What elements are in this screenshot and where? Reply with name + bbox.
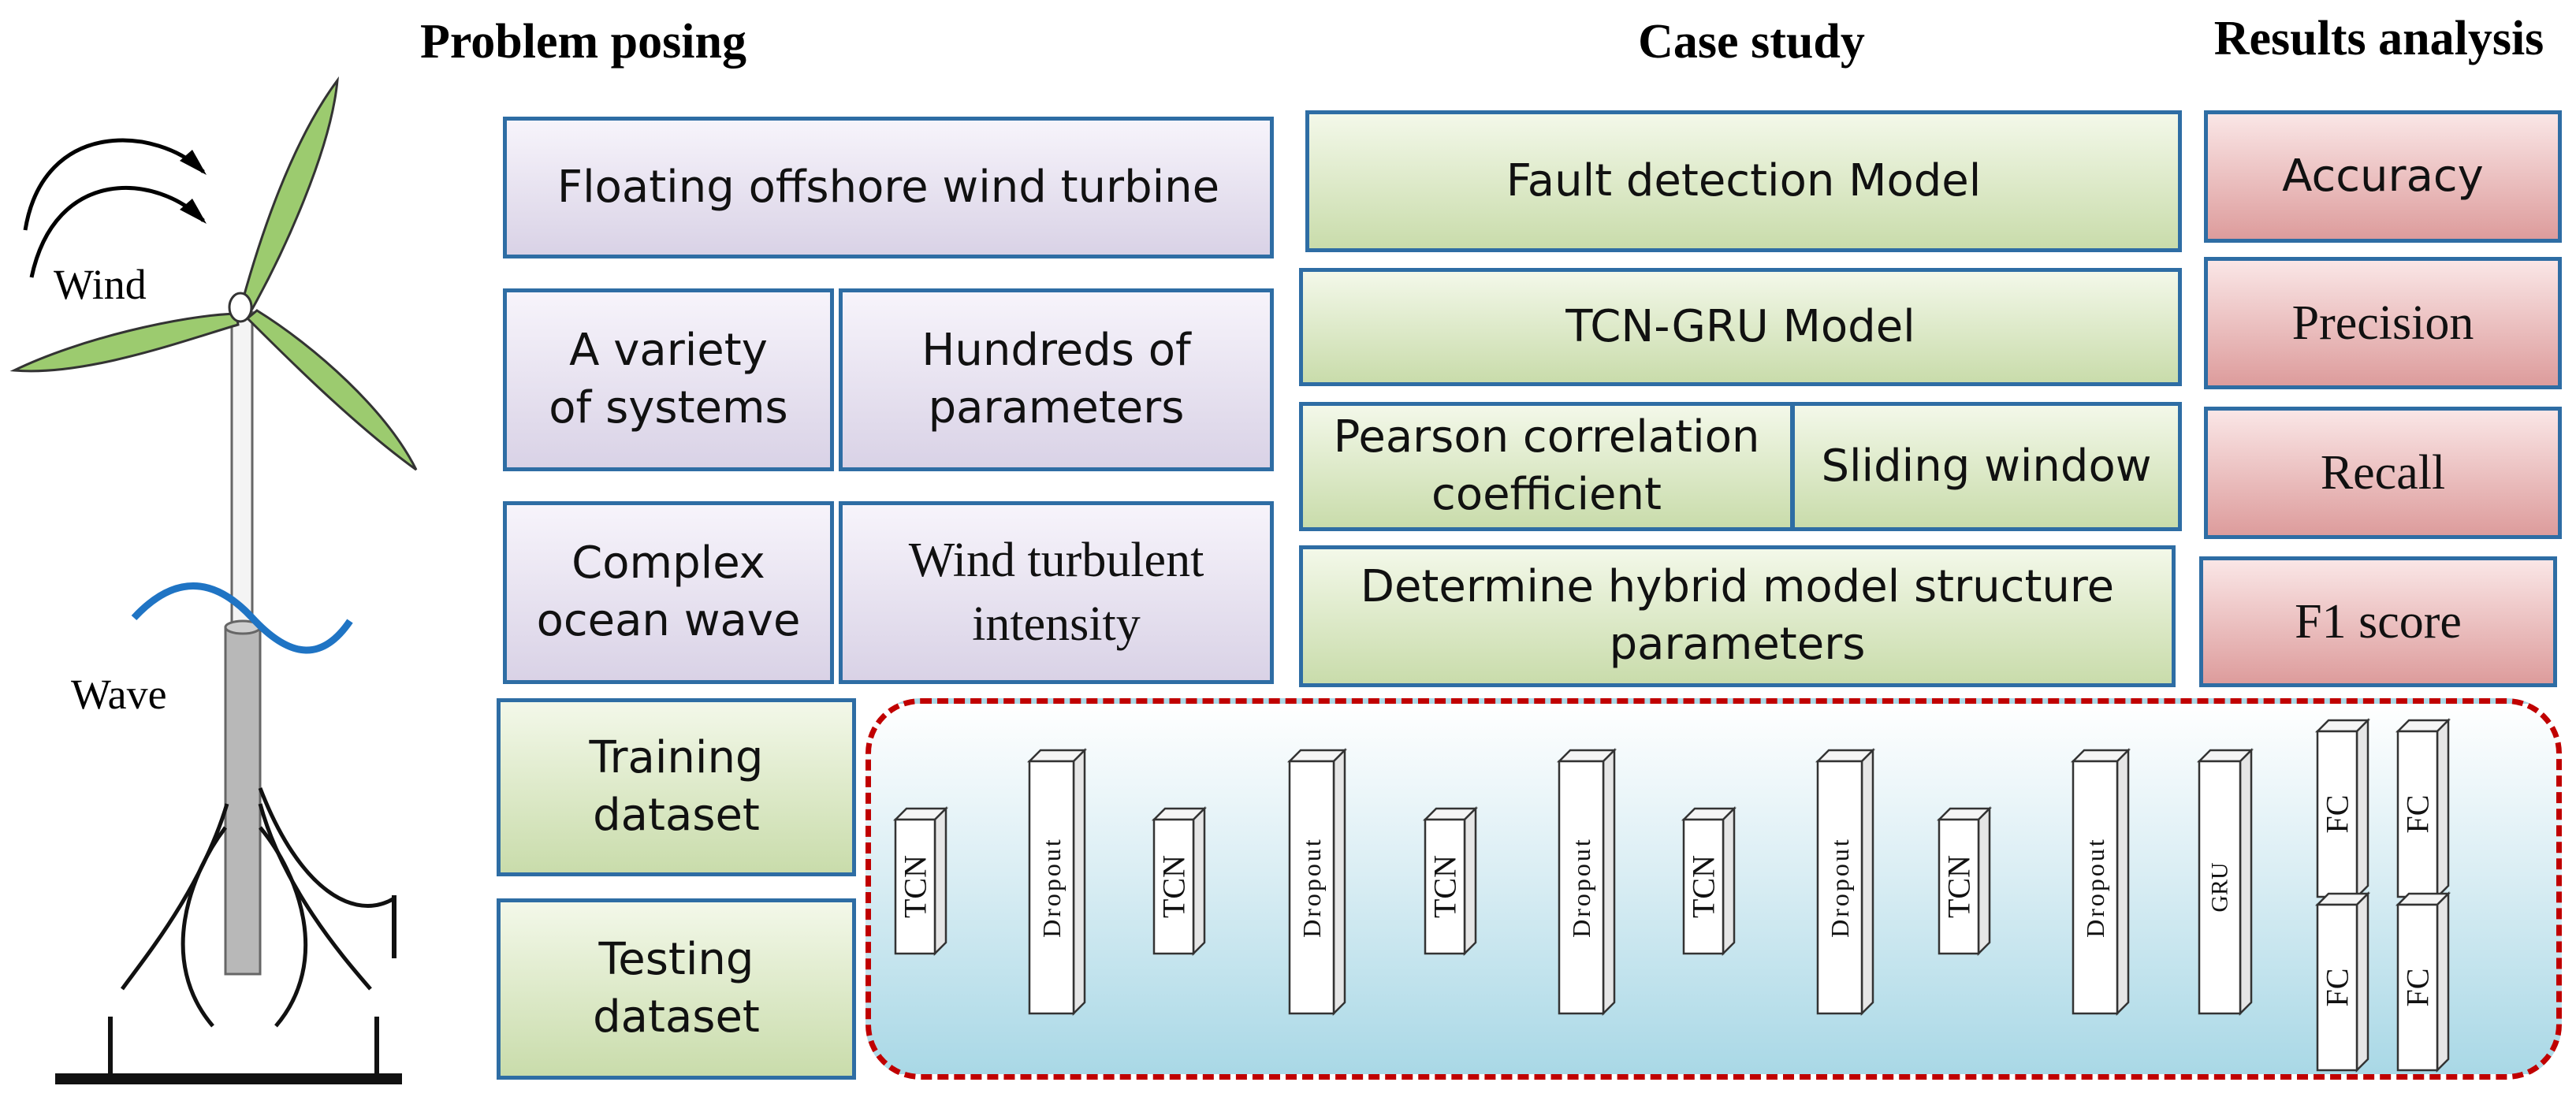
layer-gru: GRU <box>2196 747 2254 1017</box>
layer-fc: FC <box>2314 891 2371 1073</box>
layer-dropout-label: Dropout <box>1037 837 1066 938</box>
turbine-blade <box>240 76 339 311</box>
layer-fc-label: FC <box>2400 795 2436 834</box>
wind-arrow-icon <box>29 185 205 278</box>
layer-tcn-label: TCN <box>1156 855 1192 918</box>
header-case-study: Case study <box>1638 15 1865 69</box>
turbine-tower <box>230 311 254 629</box>
wave-line <box>131 582 353 654</box>
box-fault-detection-model: Fault detection Model <box>1305 110 2182 252</box>
layer-tcn: TCN <box>1151 805 1208 957</box>
turbine-hub <box>228 292 253 323</box>
wave-label: Wave <box>71 671 167 718</box>
turbine-blade <box>245 309 418 471</box>
layer-gru-label: GRU <box>2207 862 2233 913</box>
box-wind-turbulent-intensity: Wind turbulent intensity <box>839 501 1274 684</box>
layer-tcn: TCN <box>1422 805 1479 957</box>
layer-fc-label: FC <box>2320 795 2355 834</box>
layer-fc: FC <box>2395 891 2451 1073</box>
seabed <box>55 1073 402 1084</box>
box-floating-offshore-wind-turbine: Floating offshore wind turbine <box>503 117 1274 258</box>
layer-tcn-label: TCN <box>1941 855 1977 918</box>
box-variety-of-systems: A variety of systems <box>503 288 834 471</box>
layer-dropout: Dropout <box>1556 747 1617 1017</box>
wind-arrow-icon <box>23 138 205 231</box>
box-accuracy: Accuracy <box>2204 110 2562 243</box>
layer-fc-label: FC <box>2320 969 2355 1007</box>
box-f1-score: F1 score <box>2199 556 2557 687</box>
header-problem-posing: Problem posing <box>420 15 746 69</box>
layer-tcn: TCN <box>1936 805 1993 957</box>
wind-arrow-head-icon <box>180 199 207 224</box>
layer-tcn: TCN <box>892 805 949 957</box>
layer-dropout-label: Dropout <box>1297 837 1326 938</box>
layer-tcn-label: TCN <box>1686 855 1722 918</box>
box-complex-ocean-wave: Complex ocean wave <box>503 501 834 684</box>
layer-dropout-label: Dropout <box>2081 837 2109 938</box>
box-hundreds-of-parameters: Hundreds of parameters <box>839 288 1274 471</box>
layer-tcn: TCN <box>1681 805 1737 957</box>
box-determine-hybrid-model-parameters: Determine hybrid model structure paramet… <box>1299 545 2176 687</box>
layer-dropout-label: Dropout <box>1567 837 1595 938</box>
box-precision: Precision <box>2204 257 2562 389</box>
layer-tcn-label: TCN <box>1428 855 1463 918</box>
layer-dropout-label: Dropout <box>1826 837 1854 938</box>
wind-label: Wind <box>54 261 147 308</box>
layer-dropout: Dropout <box>1815 747 1876 1017</box>
box-testing-dataset: Testing dataset <box>497 898 856 1080</box>
wind-turbine-illustration <box>9 76 418 1084</box>
box-sliding-window: Sliding window <box>1791 402 2182 531</box>
wind-arrow-head-icon <box>180 150 207 175</box>
turbine-blade <box>9 312 240 373</box>
box-training-dataset: Training dataset <box>497 698 856 876</box>
layer-fc-label: FC <box>2400 969 2436 1007</box>
layer-tcn-label: TCN <box>898 855 933 918</box>
layer-dropout: Dropout <box>1026 747 1088 1017</box>
box-recall: Recall <box>2204 407 2562 539</box>
layer-fc: FC <box>2314 717 2371 900</box>
box-tcn-gru-model: TCN-GRU Model <box>1299 268 2182 386</box>
header-results-analysis: Results analysis <box>2213 12 2544 65</box>
layer-dropout: Dropout <box>2070 747 2131 1017</box>
layer-fc: FC <box>2395 717 2451 900</box>
layer-dropout: Dropout <box>1286 747 1348 1017</box>
